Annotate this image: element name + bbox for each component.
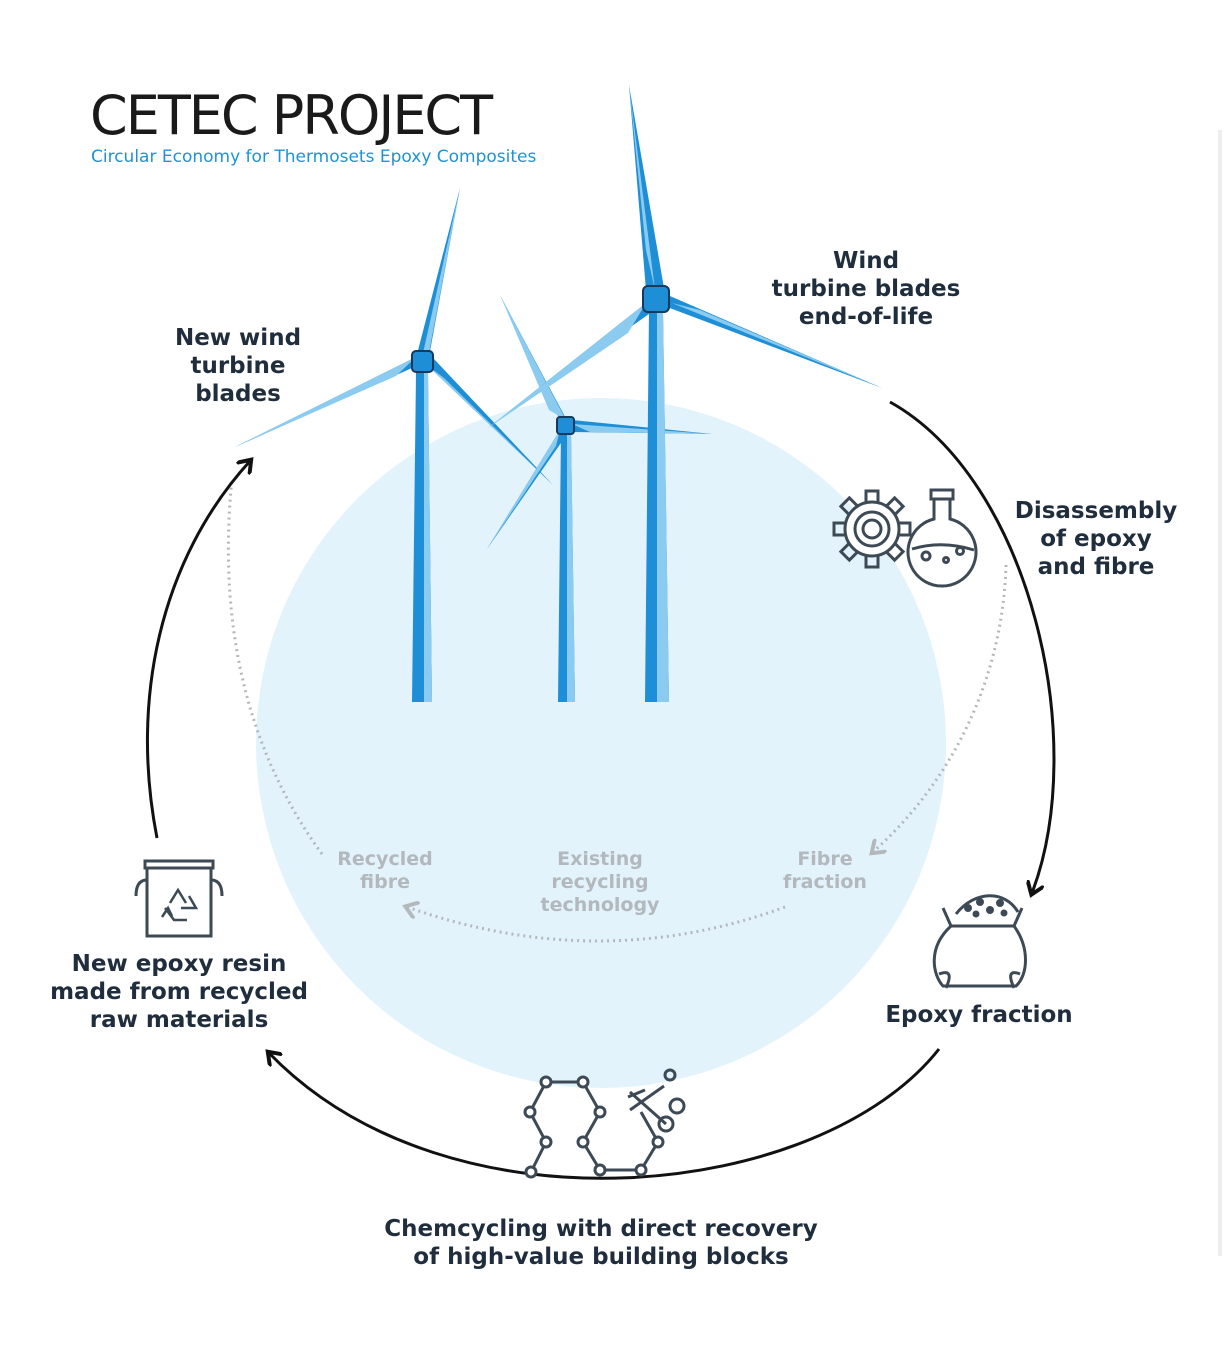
label-line: made from recycled: [50, 979, 308, 1005]
label-line: of high-value building blocks: [413, 1244, 789, 1270]
label-line: technology: [540, 894, 660, 916]
label-fibre-fraction: Fibre fraction: [770, 848, 880, 894]
label-line: New epoxy resin: [71, 951, 287, 977]
label-new-blades: New wind turbine blades: [160, 324, 316, 408]
edge-divider: [1218, 130, 1222, 1256]
label-line: turbine blades: [771, 276, 961, 302]
background-circle: [256, 398, 946, 1088]
label-end-of-life: Wind turbine blades end-of-life: [766, 247, 966, 331]
label-line: Disassembly: [1014, 498, 1178, 524]
label-line: Fibre: [797, 848, 853, 870]
label-line: fibre: [360, 871, 410, 893]
wind-turbine-icon: [235, 85, 882, 702]
label-line: end-of-life: [798, 304, 934, 330]
cycle-arrow-to-new-resin: [269, 1048, 941, 1180]
label-line: blades: [195, 381, 281, 407]
label-line: Chemcycling with direct recovery: [384, 1216, 818, 1242]
sack-icon: [932, 894, 1027, 989]
turbine-left: [235, 188, 553, 702]
turbine-middle: [487, 295, 712, 702]
flask-icon: [906, 488, 978, 588]
label-disassembly: Disassembly of epoxy and fibre: [1008, 497, 1184, 581]
label-line: turbine: [190, 353, 286, 379]
label-line: fraction: [783, 871, 867, 893]
label-line: of epoxy: [1040, 526, 1152, 552]
molecule-icon: [523, 1075, 665, 1179]
label-line: Existing: [557, 848, 643, 870]
gear-icon: [832, 489, 912, 569]
cycle-arrow-to-epoxy-fraction: [889, 400, 1056, 893]
label-line: New wind: [174, 325, 302, 351]
scissors-icon: [627, 1068, 686, 1133]
label-new-resin: New epoxy resin made from recycled raw m…: [44, 950, 314, 1034]
turbine-right: [488, 85, 882, 702]
label-line: Recycled: [337, 848, 433, 870]
label-line: recycling: [551, 871, 649, 893]
label-line: raw materials: [89, 1007, 269, 1033]
cycle-arrow-to-new-blades: [145, 461, 250, 839]
label-line: Wind: [832, 248, 900, 274]
label-recycled-fibre: Recycled fibre: [330, 848, 440, 894]
page-subtitle: Circular Economy for Thermosets Epoxy Co…: [91, 147, 537, 167]
dotted-arrow-to-new-blades: [226, 477, 324, 855]
label-chemcycling: Chemcycling with direct recovery of high…: [380, 1215, 822, 1271]
label-line: Epoxy fraction: [885, 1002, 1073, 1028]
page-title: CETEC PROJECT: [90, 84, 493, 147]
label-line: and fibre: [1037, 554, 1155, 580]
label-epoxy-fraction: Epoxy fraction: [880, 1001, 1078, 1029]
dotted-arrow-to-fibre-fraction: [873, 564, 1008, 852]
label-existing-technology: Existing recycling technology: [530, 848, 670, 917]
recycle-bucket-icon: [134, 859, 224, 938]
